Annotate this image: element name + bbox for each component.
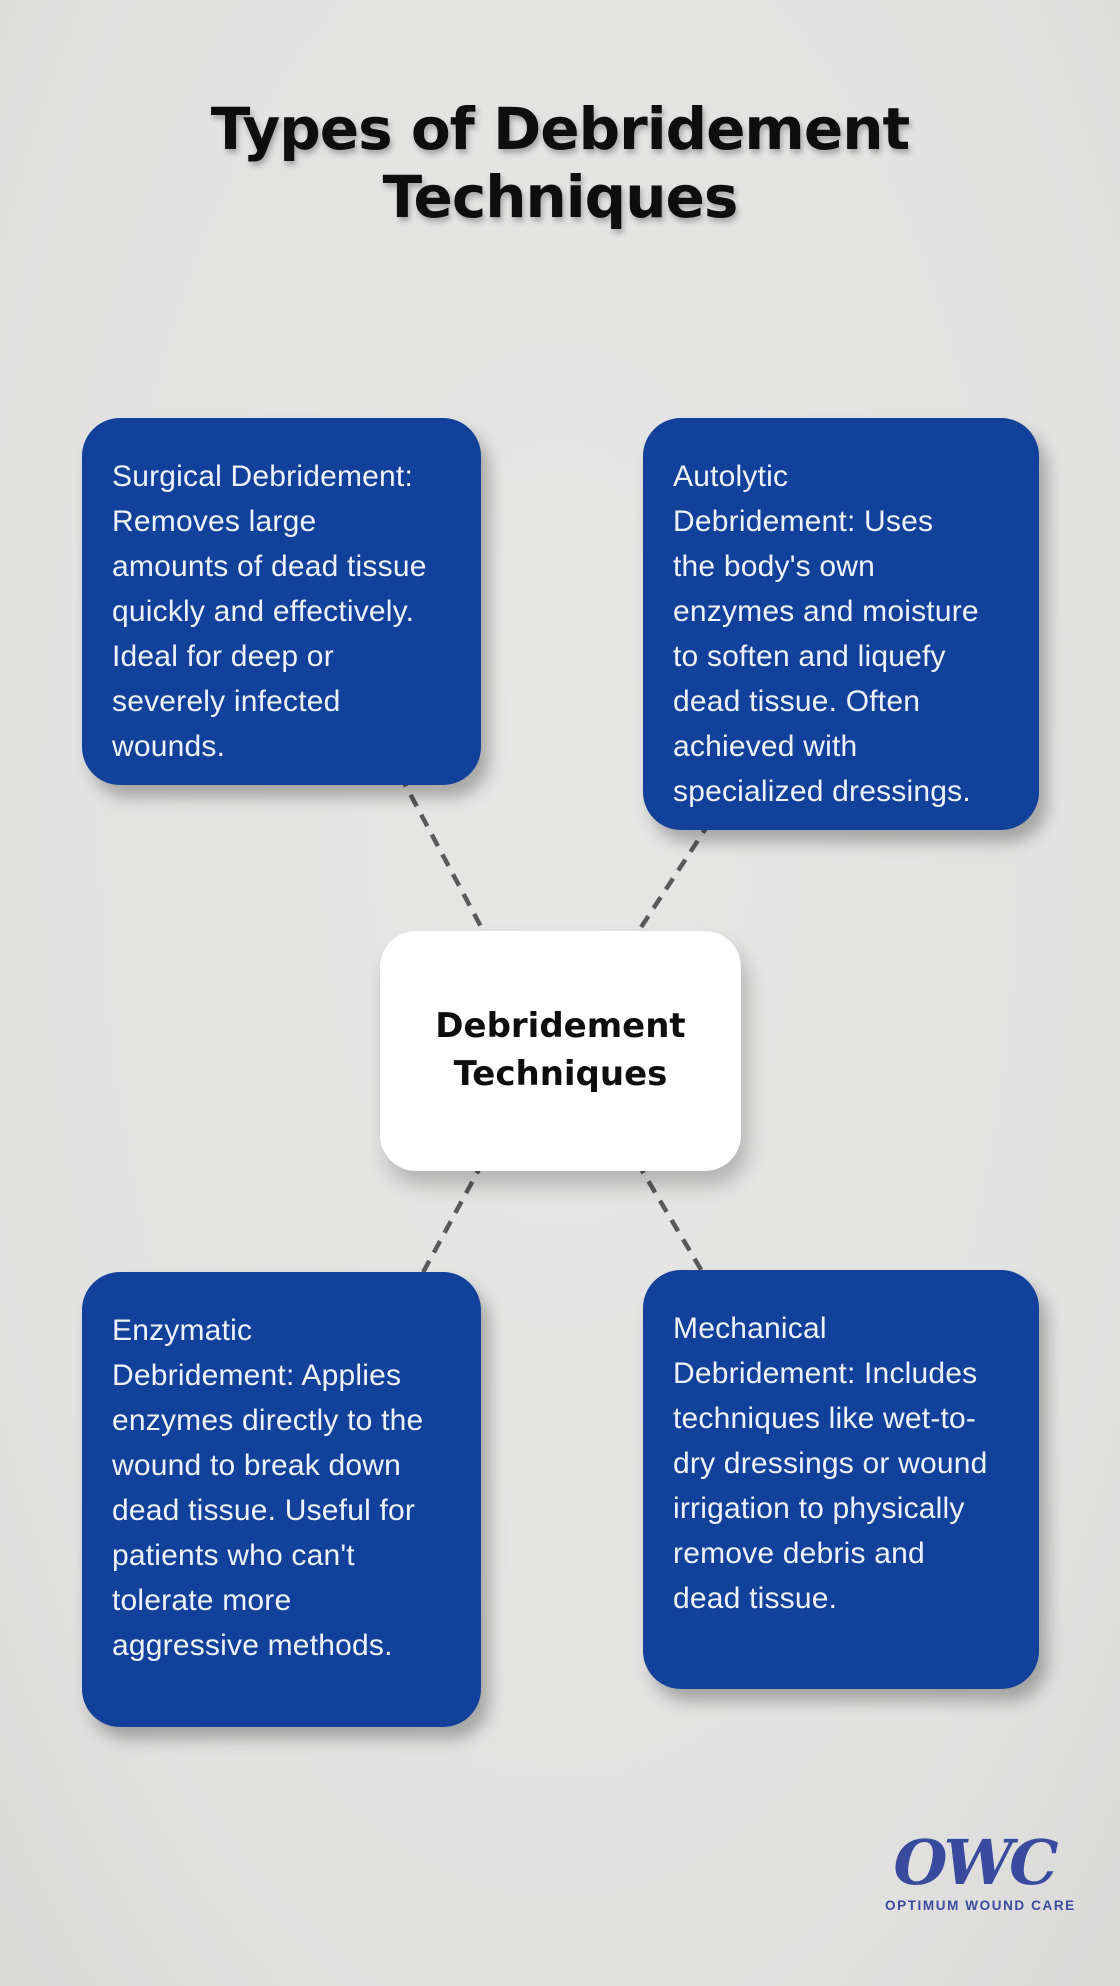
connector-bottom-left-line xyxy=(418,1160,485,1280)
page-title: Types of Debridement Techniques xyxy=(210,95,910,231)
center-node-label: Debridement Techniques xyxy=(435,1006,686,1094)
center-node-debridement-techniques: Debridement Techniques xyxy=(380,931,741,1171)
node-enzymatic-debridement: Enzymatic Debridement: Applies enzymes d… xyxy=(82,1272,481,1727)
owc-logo: OWC OPTIMUM WOUND CARE xyxy=(885,1826,1076,1914)
node-mechanical-text: Mechanical Debridement: Includes techniq… xyxy=(673,1312,988,1615)
connector-bottom-right-line xyxy=(635,1160,708,1280)
node-mechanical-debridement: Mechanical Debridement: Includes techniq… xyxy=(643,1270,1039,1689)
owc-logo-tagline: OPTIMUM WOUND CARE xyxy=(885,1898,1076,1913)
connector-top-left-line xyxy=(398,773,489,940)
node-autolytic-debridement: Autolytic Debridement: Uses the body's o… xyxy=(643,418,1039,830)
node-enzymatic-text: Enzymatic Debridement: Applies enzymes d… xyxy=(112,1314,424,1662)
owc-logo-acronym: OWC xyxy=(893,1826,1059,1899)
node-autolytic-text: Autolytic Debridement: Uses the body's o… xyxy=(673,460,979,808)
node-surgical-debridement: Surgical Debridement: Removes large amou… xyxy=(82,418,481,785)
connector-top-right-line xyxy=(632,820,712,940)
node-surgical-text: Surgical Debridement: Removes large amou… xyxy=(112,460,427,763)
